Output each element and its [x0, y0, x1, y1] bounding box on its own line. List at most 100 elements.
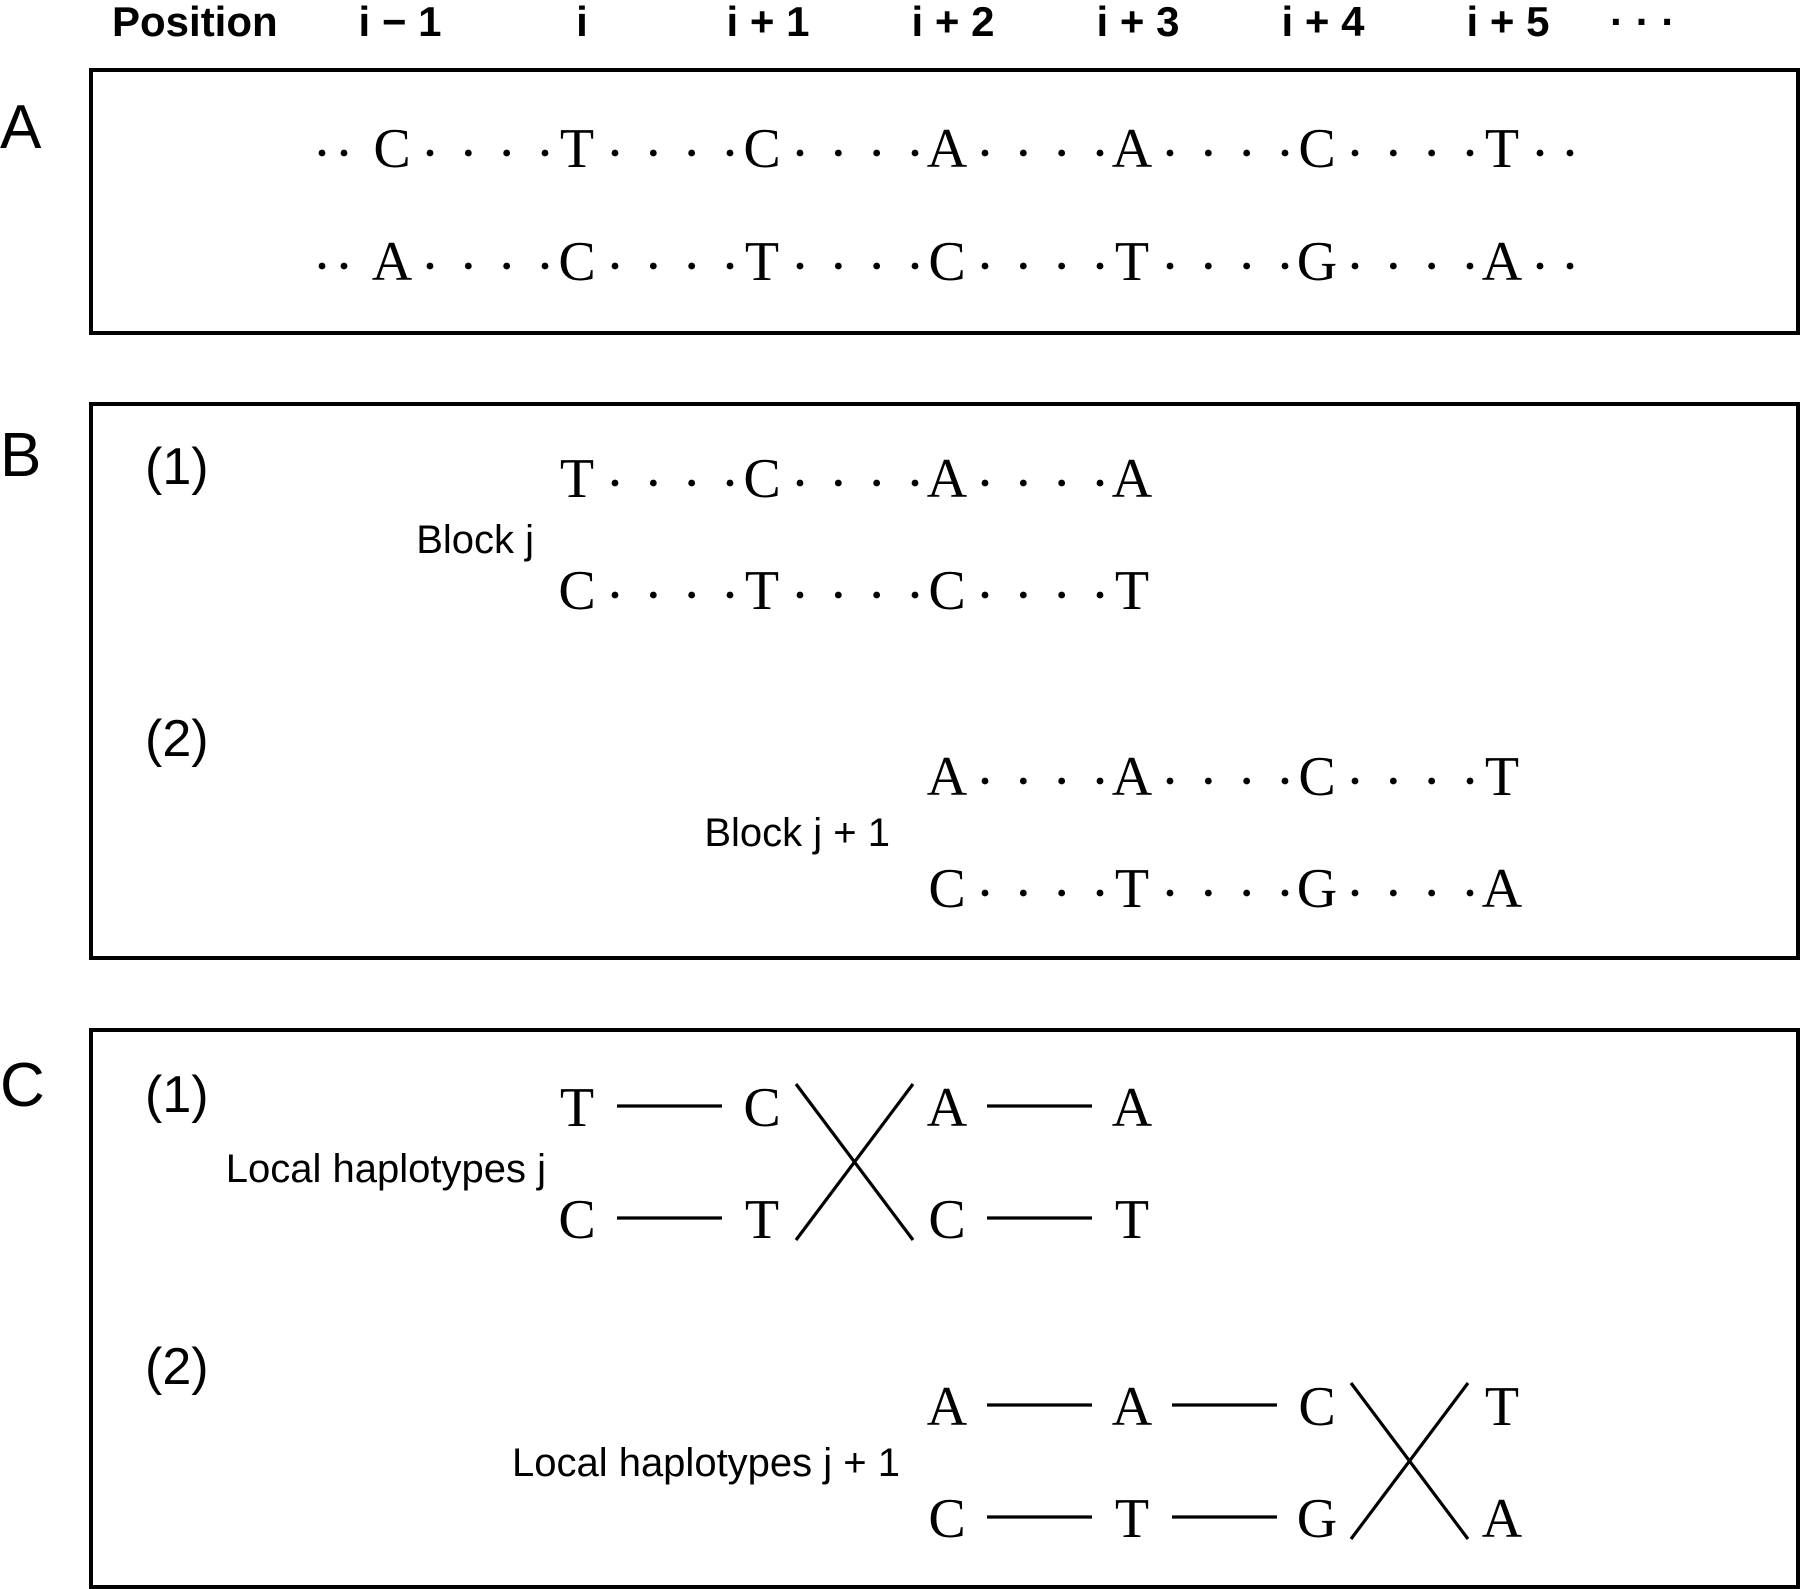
dot [1466, 889, 1474, 897]
dot-separator [981, 262, 1104, 270]
dot [1096, 479, 1104, 487]
dot [1428, 262, 1436, 270]
dot [611, 591, 619, 599]
position-i-plus-4: i + 4 [1282, 0, 1366, 45]
nucleotide-t: T [745, 231, 779, 293]
position-i-plus-1: i + 1 [727, 0, 810, 45]
block-j-plus-1-label: Block j + 1 [704, 811, 890, 855]
dot [1536, 149, 1544, 157]
nucleotide-t: T [1115, 560, 1149, 622]
dot [649, 149, 657, 157]
nucleotide-t: T [560, 448, 594, 510]
dot-separator [981, 591, 1104, 599]
nucleotide-c: C [1298, 118, 1335, 180]
dot [1204, 149, 1212, 157]
dot-separator [611, 262, 734, 270]
nucleotide-c: C [558, 1189, 595, 1251]
panel-c-label: C [0, 1051, 45, 1120]
dot [1243, 262, 1251, 270]
nucleotide-g: G [1297, 1488, 1337, 1550]
nucleotide-a: A [1112, 1376, 1153, 1438]
panel-c-sub2-tag: (2) [145, 1338, 209, 1396]
dot [981, 777, 989, 785]
dot [834, 591, 842, 599]
nucleotide-a: A [927, 746, 968, 808]
dot [1351, 262, 1359, 270]
dot [464, 149, 472, 157]
dot [1096, 149, 1104, 157]
dot [1096, 889, 1104, 897]
nucleotide-a: A [1482, 1488, 1523, 1550]
dot-separator [1166, 777, 1289, 785]
dot [611, 262, 619, 270]
dot [873, 262, 881, 270]
dot [911, 591, 919, 599]
nucleotide-c: C [928, 231, 965, 293]
nucleotide-a: A [927, 448, 968, 510]
nucleotide-t: T [745, 1189, 779, 1251]
dot [611, 479, 619, 487]
dot [1019, 591, 1027, 599]
dot [1389, 889, 1397, 897]
nucleotide-c: C [373, 118, 410, 180]
nucleotide-t: T [1115, 231, 1149, 293]
dot [1166, 262, 1174, 270]
local-haplotypes-j-plus-1-label: Local haplotypes j + 1 [512, 1441, 900, 1485]
nucleotide-a: A [1112, 118, 1153, 180]
block-j-label: Block j [416, 518, 534, 562]
dot [1351, 149, 1359, 157]
panel-b-label: B [0, 421, 41, 490]
dot-separator [981, 777, 1104, 785]
nucleotide-a: A [1482, 231, 1523, 293]
dot [340, 262, 348, 270]
dot [1096, 777, 1104, 785]
nucleotide-t: T [1115, 1488, 1149, 1550]
dot-separator [981, 479, 1104, 487]
dot [1204, 889, 1212, 897]
crossover-line [794, 1083, 915, 1241]
dot [1019, 149, 1027, 157]
dot-separator [1166, 262, 1289, 270]
panel-a-box [89, 68, 1800, 335]
dot [1166, 777, 1174, 785]
panel-a-label: A [0, 93, 42, 162]
dot [1058, 889, 1066, 897]
dot-separator [796, 262, 919, 270]
nucleotide-t: T [560, 118, 594, 180]
dot-separator [1351, 889, 1474, 897]
dot-separator [611, 591, 734, 599]
dot [688, 591, 696, 599]
nucleotide-t: T [1485, 118, 1519, 180]
dot [981, 149, 989, 157]
dot [1389, 149, 1397, 157]
dot [1566, 262, 1574, 270]
dot [726, 479, 734, 487]
dot [503, 262, 511, 270]
panel-b-sub2-tag: (2) [145, 710, 209, 768]
dot [318, 149, 326, 157]
dot [340, 149, 348, 157]
nucleotide-a: A [1112, 1077, 1153, 1139]
dot [541, 262, 549, 270]
dot [726, 262, 734, 270]
nucleotide-c: C [928, 858, 965, 920]
trailing-dots [1536, 262, 1574, 270]
dot [541, 149, 549, 157]
dot [1389, 777, 1397, 785]
dot-separator [611, 149, 734, 157]
position-i: i [576, 0, 588, 45]
nucleotide-g: G [1297, 231, 1337, 293]
dot [834, 262, 842, 270]
dot [981, 591, 989, 599]
dot-separator [796, 149, 919, 157]
nucleotide-a: A [927, 1077, 968, 1139]
dot [1281, 889, 1289, 897]
position-i-plus-5: i + 5 [1467, 0, 1550, 45]
dot [1281, 262, 1289, 270]
dot [1243, 777, 1251, 785]
dot-separator [981, 149, 1104, 157]
leading-dots [318, 262, 348, 270]
